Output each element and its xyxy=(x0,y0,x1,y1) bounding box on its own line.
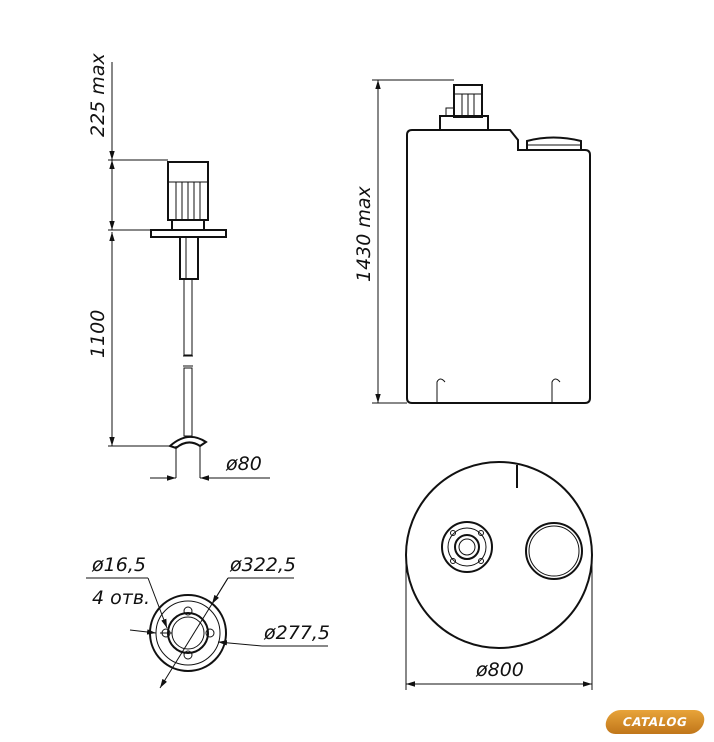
dim-tank-height-max: 1430 max xyxy=(353,185,375,282)
flange-bolt-hole xyxy=(183,650,193,660)
flange-bolt-hole xyxy=(205,628,215,638)
logo-text: CATALOG xyxy=(603,710,707,734)
flange-view xyxy=(86,577,328,689)
mixer-side-view xyxy=(108,62,270,481)
tank-top-view xyxy=(405,461,593,690)
tank-top-mixer-mount xyxy=(441,521,493,573)
mixer-gearbox xyxy=(179,236,199,280)
tank-top-hatch xyxy=(525,522,583,580)
mixer-shaft xyxy=(183,278,193,356)
flange-bolt-hole xyxy=(183,606,193,616)
dim-impeller-diameter: ø80 xyxy=(225,453,262,475)
mixer-flange xyxy=(150,229,227,238)
tank-mixer-mount xyxy=(439,115,489,131)
tank-side-view xyxy=(372,79,591,404)
tank-body xyxy=(406,129,591,404)
dim-flange-hole-count: 4 отв. xyxy=(92,587,150,609)
tank-hatch-lid xyxy=(526,136,582,150)
dim-flange-outer-diameter: ø322,5 xyxy=(229,554,296,576)
dim-mixer-top-max: 225 max xyxy=(87,53,109,137)
dim-tank-diameter: ø800 xyxy=(475,659,524,681)
dim-flange-bolt-circle: ø277,5 xyxy=(263,622,330,644)
dim-mixer-shaft-length: 1100 xyxy=(87,310,109,358)
mixer-impeller xyxy=(168,435,208,450)
catalog-logo: CATALOG xyxy=(603,710,707,734)
dim-flange-hole-diameter: ø16,5 xyxy=(91,554,146,576)
tank-top-outline xyxy=(405,461,593,649)
